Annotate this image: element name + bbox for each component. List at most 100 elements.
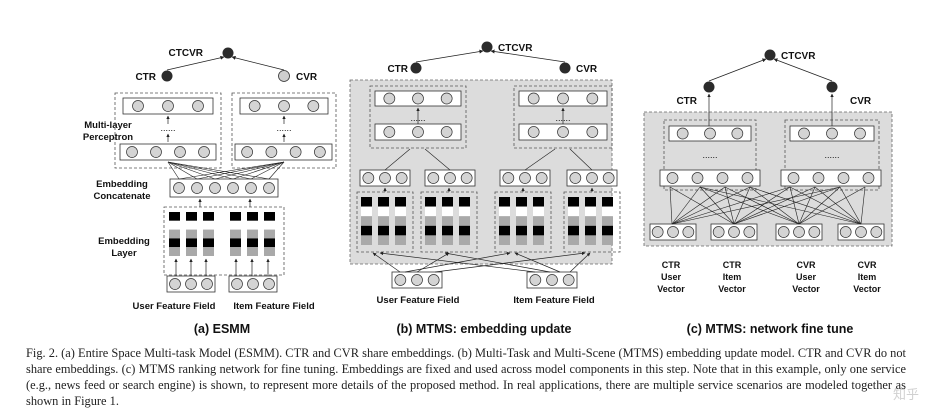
panel-c-caption: (c) MTMS: network fine tune xyxy=(687,322,854,336)
mlp-bottom-layer xyxy=(780,169,882,187)
mlp-group-cvr xyxy=(231,92,337,169)
neuron xyxy=(412,126,424,138)
neuron xyxy=(793,226,805,238)
embedding-cell xyxy=(585,197,596,207)
figure-caption: Fig. 2. (a) Entire Space Multi-task Mode… xyxy=(26,346,906,408)
neuron xyxy=(314,146,326,158)
embedding-cell xyxy=(499,216,510,226)
embedding-cell xyxy=(186,212,197,221)
neuron xyxy=(444,172,456,184)
cvr-item-vector-label: Vector xyxy=(853,284,881,294)
embedding-cell xyxy=(533,235,544,245)
neuron xyxy=(395,172,408,184)
embedding-cell xyxy=(230,238,241,248)
embedding-cell xyxy=(395,206,406,217)
cvr-item-vector-label: Item xyxy=(858,272,877,282)
connection xyxy=(749,186,862,225)
embedding-cell xyxy=(378,225,389,236)
neuron xyxy=(169,278,181,290)
embedding-cell xyxy=(442,225,453,236)
embedding-cell xyxy=(361,235,372,245)
user-feature-field-label: User Feature Field xyxy=(133,301,216,312)
panel-b-caption: (b) MTMS: embedding update xyxy=(397,322,572,336)
embedding-cell xyxy=(247,247,258,256)
connection xyxy=(839,186,862,225)
neuron xyxy=(826,127,838,140)
neuron xyxy=(666,172,679,184)
ctr-node xyxy=(703,81,715,93)
embedding-cell xyxy=(459,197,470,207)
embedding-cell xyxy=(264,220,275,230)
neuron xyxy=(798,127,810,140)
embedding-cell xyxy=(186,238,197,248)
arrow xyxy=(434,251,586,273)
neuron xyxy=(162,100,174,112)
ctcvr-label: CTCVR xyxy=(781,51,816,62)
neuron xyxy=(731,127,744,140)
embedding-cell xyxy=(186,229,197,239)
embedding-cell xyxy=(203,212,214,221)
embedding-cell xyxy=(264,229,275,239)
ellipsis: ...... xyxy=(824,150,839,160)
panel-b-mtms-embedding-update: CTCVR CTR CVR ............ User Feature … xyxy=(349,41,621,336)
mlp-label-1: Multi-layer xyxy=(84,120,132,131)
neuron xyxy=(241,146,253,158)
ctr-node xyxy=(161,70,173,82)
embedding-cell xyxy=(568,206,579,217)
ctr-label: CTR xyxy=(387,64,408,75)
embedding-cell xyxy=(585,225,596,236)
embedding-cell xyxy=(247,229,258,239)
embedding-cell xyxy=(499,235,510,245)
embedding-cell xyxy=(499,197,510,207)
embedding-cell xyxy=(264,247,275,256)
ctr-user-vector-label: CTR xyxy=(662,260,681,270)
connection xyxy=(733,186,751,225)
neuron xyxy=(411,274,423,286)
connection xyxy=(669,186,735,225)
embedding-cell xyxy=(378,206,389,217)
item-feature-field-label: Item Feature Field xyxy=(513,295,594,306)
embedding-cell xyxy=(568,197,579,207)
connection xyxy=(798,186,841,225)
embedding-cell xyxy=(585,235,596,245)
watermark: 知乎 xyxy=(892,388,919,403)
neuron xyxy=(201,278,213,290)
embedding-cell xyxy=(425,206,436,217)
arrow xyxy=(569,252,591,273)
embedding-cell xyxy=(602,235,613,245)
neuron xyxy=(870,226,883,238)
ctr-user-vector-label: Vector xyxy=(657,284,685,294)
neuron xyxy=(278,100,290,112)
ctr-node xyxy=(410,62,422,74)
ctcvr-node xyxy=(764,49,776,61)
neuron xyxy=(691,172,704,184)
neuron xyxy=(519,172,531,184)
connection xyxy=(789,186,862,225)
neuron xyxy=(394,274,407,286)
neuron xyxy=(440,92,453,105)
neuron xyxy=(862,172,875,184)
embedding-cell xyxy=(378,197,389,207)
neuron xyxy=(248,100,261,112)
neuron xyxy=(854,127,866,140)
embedding-cell xyxy=(186,247,197,256)
embedding-cell xyxy=(395,235,406,245)
connection xyxy=(699,186,800,225)
arrow xyxy=(372,252,401,273)
embedding-cell xyxy=(516,235,527,245)
ellipsis: ...... xyxy=(702,150,717,160)
ellipsis: ...... xyxy=(160,123,175,133)
neuron xyxy=(586,126,599,138)
connection xyxy=(860,186,866,225)
panel-a-caption: (a) ESMM xyxy=(194,322,250,336)
embedding-cell xyxy=(378,235,389,245)
cvr-node xyxy=(278,70,290,82)
embedding-cell xyxy=(395,216,406,226)
embedding-cell xyxy=(361,216,372,226)
neuron xyxy=(383,126,396,138)
embedding-cell xyxy=(203,220,214,230)
neuron xyxy=(245,182,257,194)
connection xyxy=(232,161,285,180)
embedding-cell xyxy=(361,225,372,236)
connection xyxy=(671,186,791,225)
